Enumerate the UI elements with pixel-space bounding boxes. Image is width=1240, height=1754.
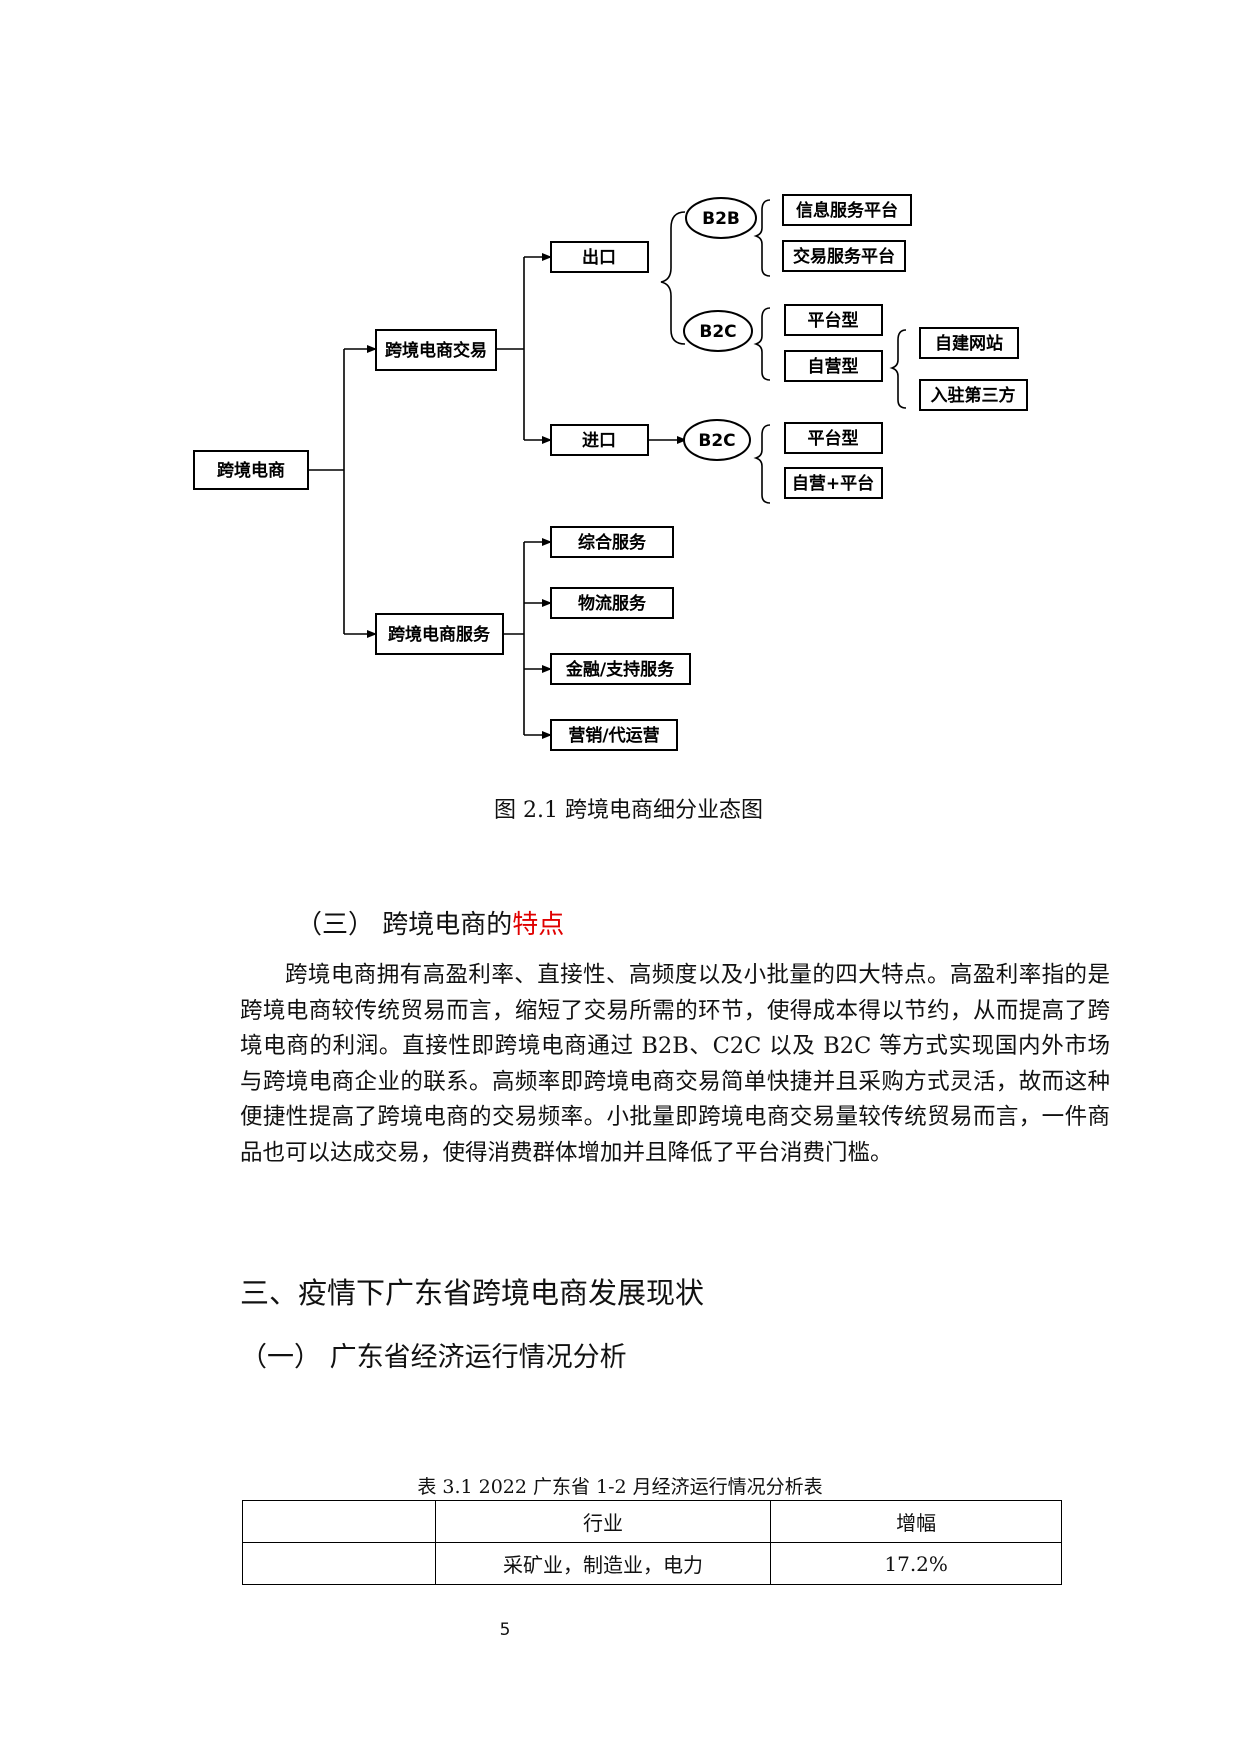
svg-text:物流服务: 物流服务: [578, 593, 647, 614]
node-trade: 跨境电商交易: [375, 329, 497, 371]
section-paragraph: 跨境电商拥有高盈利率、直接性、高频度以及小批量的四大特点。高盈利率指的是跨境电商…: [240, 962, 1110, 1166]
node-logistics-service: 物流服务: [550, 587, 674, 619]
svg-text:平台型: 平台型: [808, 310, 859, 331]
section-heading-text: （三） 跨境电商的: [296, 910, 513, 940]
section-heading-highlight: 特点: [512, 910, 565, 940]
node-info-platform: 信息服务平台: [782, 194, 912, 226]
svg-text:综合服务: 综合服务: [578, 532, 647, 553]
node-import-self-platform: 自营+平台: [784, 467, 883, 499]
node-trade-platform: 交易服务平台: [782, 240, 906, 272]
node-finance-service: 金融/支持服务: [550, 653, 691, 685]
figure-caption: 图 2.1 跨境电商细分业态图: [494, 798, 763, 823]
node-service: 跨境电商服务: [375, 613, 504, 655]
node-root: 跨境电商: [193, 450, 309, 490]
table-header-cell: 增幅: [770, 1500, 1062, 1543]
node-self-type: 自营型: [784, 350, 883, 382]
section-heading: （三） 跨境电商的特点: [296, 904, 564, 941]
node-platform-type: 平台型: [784, 304, 883, 336]
svg-text:营销/代运营: 营销/代运营: [568, 725, 659, 746]
node-b2b: B2B: [685, 197, 757, 239]
node-comprehensive-service: 综合服务: [550, 526, 674, 558]
svg-text:自营+平台: 自营+平台: [792, 473, 874, 494]
page-number: 5: [499, 1620, 511, 1640]
data-table: 行业 增幅 采矿业，制造业，电力 17.2%: [242, 1500, 1062, 1585]
node-own-website: 自建网站: [919, 327, 1019, 359]
table-header-row: 行业 增幅: [242, 1500, 1062, 1543]
svg-text:交易服务平台: 交易服务平台: [793, 246, 895, 267]
svg-text:平台型: 平台型: [808, 428, 859, 449]
table-header-cell: 行业: [434, 1500, 772, 1543]
diagram-connectors: [308, 253, 687, 739]
table-cell: 采矿业，制造业，电力: [434, 1542, 772, 1585]
table-cell: [242, 1542, 436, 1585]
table-caption: 表 3.1 2022 广东省 1-2 月经济运行情况分析表: [417, 1476, 823, 1498]
svg-text:进口: 进口: [582, 431, 616, 451]
svg-text:自营型: 自营型: [808, 356, 859, 377]
svg-text:金融/支持服务: 金融/支持服务: [565, 659, 675, 680]
node-b2c-export: B2C: [683, 310, 753, 352]
svg-text:跨境电商交易: 跨境电商交易: [385, 340, 487, 361]
chapter-subheading: （一） 广东省经济运行情况分析: [240, 1342, 627, 1373]
node-marketing-service: 营销/代运营: [550, 719, 678, 751]
node-import-platform-type: 平台型: [784, 422, 883, 454]
table-row: 采矿业，制造业，电力 17.2%: [242, 1542, 1062, 1585]
svg-text:跨境电商服务: 跨境电商服务: [388, 624, 491, 645]
svg-text:B2C: B2C: [699, 322, 736, 342]
svg-text:自建网站: 自建网站: [935, 333, 1003, 354]
node-third-party: 入驻第三方: [919, 379, 1028, 411]
node-export: 出口: [550, 241, 649, 273]
svg-text:入驻第三方: 入驻第三方: [931, 385, 1016, 406]
svg-text:B2B: B2B: [702, 209, 740, 229]
svg-text:B2C: B2C: [698, 431, 735, 451]
svg-text:出口: 出口: [582, 247, 616, 268]
svg-text:跨境电商: 跨境电商: [217, 460, 285, 481]
node-import: 进口: [550, 424, 649, 456]
svg-text:信息服务平台: 信息服务平台: [796, 200, 898, 221]
node-b2c-import: B2C: [683, 419, 751, 461]
chapter-heading: 三、疫情下广东省跨境电商发展现状: [240, 1276, 705, 1310]
table-header-cell: [242, 1500, 436, 1543]
table-cell: 17.2%: [770, 1542, 1062, 1585]
business-structure-diagram: 跨境电商 跨境电商交易 跨境电商服务 出口 进口 B2B B2C B2C: [193, 194, 1028, 751]
diagram-braces: [660, 199, 907, 504]
